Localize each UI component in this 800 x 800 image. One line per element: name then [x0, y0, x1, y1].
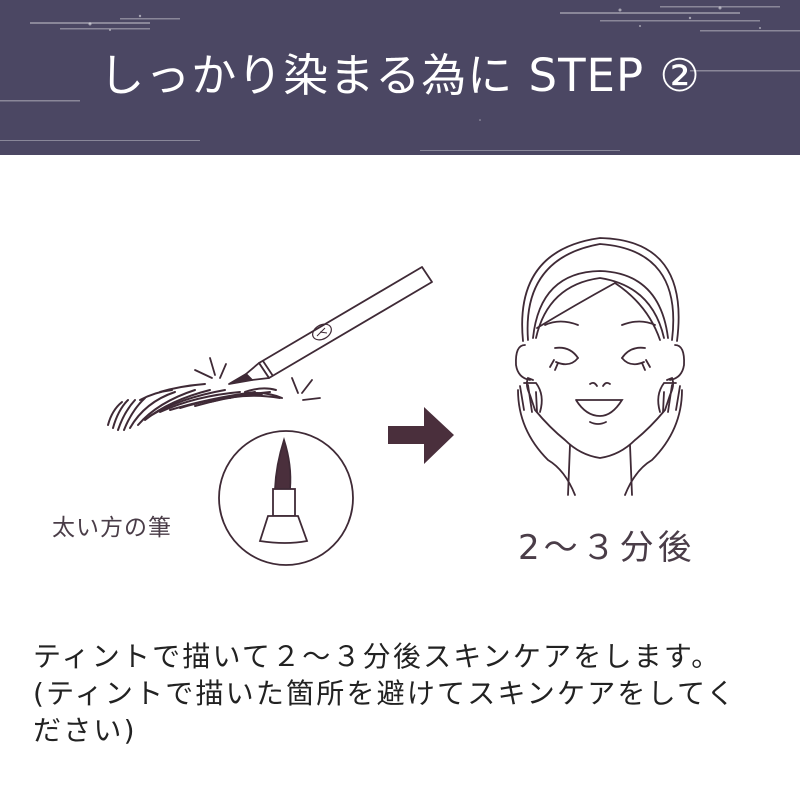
eyebrow-drawing — [107, 383, 283, 431]
arrow-right-icon — [388, 407, 454, 464]
face-illustration — [515, 237, 685, 496]
instruction-line-1: ティントで描いて２～３分後スキンケアをします。 — [33, 640, 722, 673]
page-title: しっかり染まる為に STEP ② — [99, 49, 701, 102]
brush-caption: 太い方の筆 — [52, 515, 172, 541]
brush-texture — [0, 6, 800, 151]
brush-tip-closeup — [218, 430, 354, 566]
tint-pen — [228, 266, 433, 385]
instructions-text: ティントで描いて２～３分後スキンケアをします。 (ティントで描いた箇所を避けてス… — [33, 638, 778, 749]
instruction-line-2: (ティントで描いた箇所を避けてスキンケアをしてく — [33, 677, 737, 710]
header-banner: しっかり染まる為に STEP ② — [0, 0, 800, 155]
time-caption: 2～３分後 — [518, 528, 696, 568]
instruction-line-3: ださい) — [33, 714, 137, 747]
sparkle-lines — [194, 357, 321, 401]
